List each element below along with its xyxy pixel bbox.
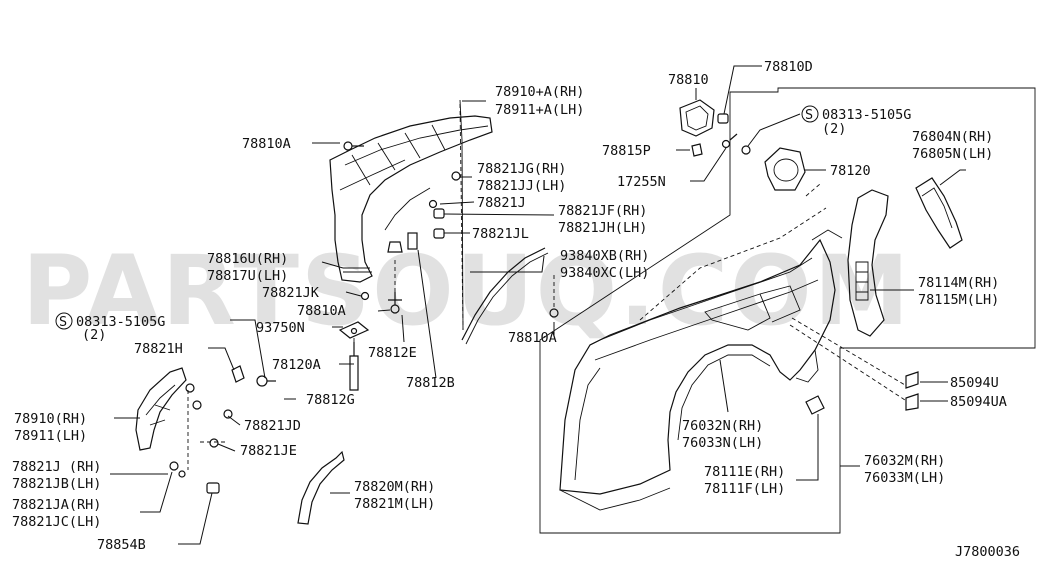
part-label: 78111F(LH) bbox=[704, 481, 785, 497]
watermark: PARTSOUQ.COM bbox=[22, 235, 911, 347]
part-label: 78911(LH) bbox=[14, 428, 87, 444]
part-label: 78821JD bbox=[244, 418, 301, 434]
part-label: 78810A bbox=[242, 136, 291, 152]
part-label: 78821J (RH) bbox=[12, 459, 101, 475]
part-label: 78910+A(RH) bbox=[495, 84, 584, 100]
part-label: 78854B bbox=[97, 537, 146, 553]
screw-symbol-left-text: S bbox=[59, 314, 67, 330]
fasteners-upper bbox=[338, 141, 461, 391]
part-label: 78120 bbox=[830, 163, 871, 179]
part-label: 78821JF(RH) bbox=[558, 203, 647, 219]
part-label: 78821JL bbox=[472, 226, 529, 242]
part-label: 78817U(LH) bbox=[207, 268, 288, 284]
part-label: 85094U bbox=[950, 375, 999, 391]
part-label: 78810A bbox=[297, 303, 346, 319]
screw-symbol-right: S bbox=[801, 105, 819, 123]
part-label: 78820M(RH) bbox=[354, 479, 435, 495]
wheel-house-protector-upper bbox=[329, 99, 493, 331]
part-label: 78821JA(RH) bbox=[12, 497, 101, 513]
part-label: 76032M(RH) bbox=[864, 453, 945, 469]
clips-right bbox=[805, 371, 919, 415]
part-label: 08313-5105G bbox=[822, 107, 911, 123]
part-label: 17255N bbox=[617, 174, 666, 190]
part-label: 78812B bbox=[406, 375, 455, 391]
part-label: 78111E(RH) bbox=[704, 464, 785, 480]
part-label: 78821J bbox=[477, 195, 526, 211]
part-label: 78821M(LH) bbox=[354, 496, 435, 512]
part-label: 76032N(RH) bbox=[682, 418, 763, 434]
part-labels: 78910+A(RH) 78911+A(LH) 78810A 78821JG(R… bbox=[12, 59, 1020, 560]
part-label: 76804N(RH) bbox=[912, 129, 993, 145]
part-label: 78816U(RH) bbox=[207, 251, 288, 267]
part-label: (2) bbox=[822, 121, 846, 137]
rear-pillar-trim bbox=[847, 177, 963, 337]
part-label: 78812E bbox=[368, 345, 417, 361]
diagram-code: J7800036 bbox=[955, 544, 1020, 560]
part-label: 76033M(LH) bbox=[864, 470, 945, 486]
part-label: 78812G bbox=[306, 392, 355, 408]
part-label: 78911+A(LH) bbox=[495, 102, 584, 118]
wire-harness bbox=[461, 247, 559, 345]
part-label: 76805N(LH) bbox=[912, 146, 993, 162]
part-label: 76033N(LH) bbox=[682, 435, 763, 451]
part-label: 78821JG(RH) bbox=[477, 161, 566, 177]
part-label: 78821JK bbox=[262, 285, 320, 301]
part-label: 78810D bbox=[764, 59, 813, 75]
part-label: 93750N bbox=[256, 320, 305, 336]
body-side-box bbox=[539, 87, 1036, 534]
leader-lines bbox=[110, 65, 966, 545]
part-label: 78821JJ(LH) bbox=[477, 178, 566, 194]
part-label: 78114M(RH) bbox=[918, 275, 999, 291]
part-label: 78821JH(LH) bbox=[558, 220, 647, 236]
screw-symbol-right-text: S bbox=[805, 107, 813, 123]
screw-symbol-left: S bbox=[55, 312, 73, 330]
part-label: 85094UA bbox=[950, 394, 1007, 410]
part-label: 93840XC(LH) bbox=[560, 265, 649, 281]
part-label: 78115M(LH) bbox=[918, 292, 999, 308]
part-label: 78821JC(LH) bbox=[12, 514, 101, 530]
part-label: 93840XB(RH) bbox=[560, 248, 649, 264]
fuel-filler-parts bbox=[679, 99, 806, 191]
part-label: (2) bbox=[82, 327, 106, 343]
part-label: 78810 bbox=[668, 72, 709, 88]
part-label: 78821JB(LH) bbox=[12, 476, 101, 492]
part-label: 78821JE bbox=[240, 443, 297, 459]
part-label: 78821H bbox=[134, 341, 183, 357]
part-label: 78810A bbox=[508, 330, 557, 346]
wheel-house-protector-lower bbox=[135, 365, 276, 494]
part-label: 78120A bbox=[272, 357, 321, 373]
wheel-arch-molding bbox=[297, 450, 345, 525]
part-label: 08313-5105G bbox=[76, 314, 165, 330]
body-side-panel bbox=[559, 229, 843, 511]
part-label: 78815P bbox=[602, 143, 651, 159]
part-label: 78910(RH) bbox=[14, 411, 87, 427]
